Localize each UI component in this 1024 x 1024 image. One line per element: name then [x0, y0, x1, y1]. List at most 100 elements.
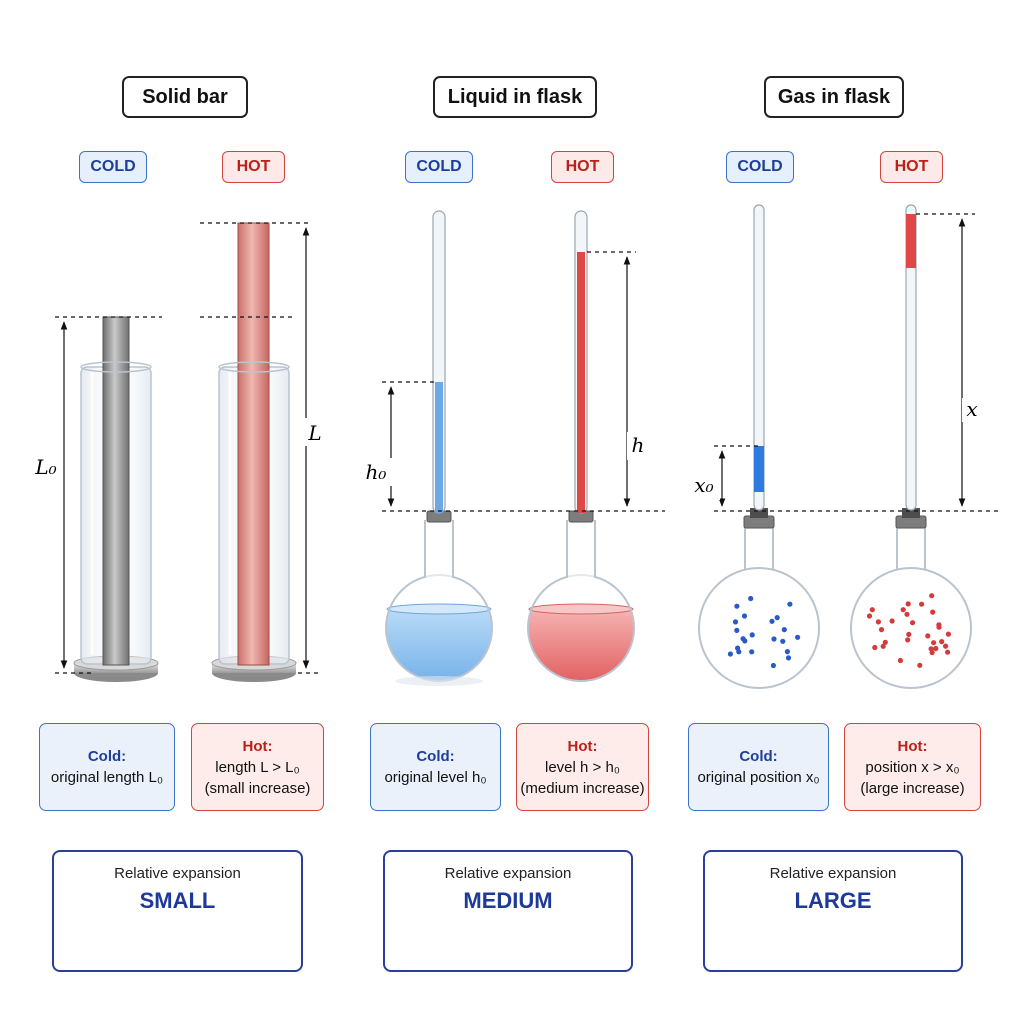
tag-liquid-cold-text: COLD [416, 158, 462, 175]
gas-particle [936, 624, 942, 630]
caption-line: original length L₀ [50, 769, 164, 786]
caption-solid-cold: Cold: original length L₀ [39, 723, 175, 811]
expansion-box-gas: Relative expansion LARGE [703, 850, 963, 972]
caption-line: original position x₀ [697, 769, 820, 786]
gas-particle [795, 634, 801, 640]
caption-heading: Hot: [567, 737, 598, 755]
gas-particle [875, 619, 882, 625]
tag-gas-hot: HOT [880, 151, 943, 183]
gas-particle [930, 609, 936, 615]
solid-hot-dim-label: L [307, 421, 321, 445]
gas-particle [904, 611, 910, 617]
tag-gas-cold: COLD [726, 151, 794, 183]
gas-particle [784, 649, 791, 655]
liquid-cold-flask [385, 210, 493, 686]
caption-liquid-hot: Hot: level h > h₀ (medium increase) [516, 723, 649, 811]
caption-line: (large increase) [860, 779, 965, 797]
gas-particle [869, 607, 875, 613]
gas-particle [919, 601, 925, 607]
gas-particle [933, 645, 939, 652]
gas-particle [749, 649, 755, 655]
title-gas-in-flask: Gas in flask [764, 76, 904, 118]
gas-particle [897, 657, 904, 664]
gas-particle [748, 595, 754, 602]
gas-particle [910, 620, 916, 626]
caption-gas-hot: Hot: position x > x₀ (large increase) [844, 723, 981, 811]
gas-particle [781, 627, 787, 633]
liquid-hot-dim-label: h [632, 433, 645, 457]
title-gas-text: Gas in flask [777, 85, 891, 108]
gas-particle [866, 613, 873, 619]
liquid-hot-flask [527, 210, 635, 682]
title-solid-bar: Solid bar [122, 76, 248, 118]
title-solid-bar-text: Solid bar [142, 85, 228, 108]
caption-heading: Hot: [897, 737, 928, 755]
solid-cold-dim-label: L₀ [34, 455, 56, 479]
caption-heading: Hot: [242, 737, 273, 755]
gas-particle [780, 638, 786, 644]
caption-line: position x > x₀ [865, 758, 960, 776]
caption-line: length L > L₀ [215, 758, 300, 776]
caption-line: (medium increase) [520, 779, 645, 797]
gas-particle [939, 639, 945, 645]
expansion-box-solid: Relative expansion SMALL [52, 850, 303, 972]
gas-particle [900, 607, 906, 613]
gas-particle [905, 637, 911, 643]
tag-solid-cold-text: COLD [90, 158, 136, 175]
gas-particle [905, 601, 911, 607]
gas-particle [878, 627, 885, 633]
gas-particle [740, 636, 746, 642]
gas-particle [771, 636, 777, 642]
expansion-label: Relative expansion [769, 865, 897, 882]
gas-particle [770, 662, 777, 669]
tag-solid-cold: COLD [79, 151, 147, 183]
gas-particle [727, 651, 734, 657]
gas-hot-flask [850, 204, 972, 689]
gas-particle [785, 655, 792, 661]
gas-particle [917, 662, 923, 668]
gas-particle [929, 593, 935, 599]
gas-cold-flask [698, 204, 820, 689]
expansion-value: MEDIUM [463, 888, 553, 913]
expansion-box-liquid: Relative expansion MEDIUM [383, 850, 633, 972]
tag-solid-hot: HOT [222, 151, 285, 183]
caption-heading: Cold: [416, 748, 455, 765]
tag-liquid-cold: COLD [405, 151, 473, 183]
solid-bar-dimension-lines [55, 222, 318, 674]
gas-particle [945, 649, 951, 655]
liquid-cold-dim-label: h₀ [366, 460, 387, 484]
caption-line: original level h₀ [384, 769, 487, 786]
gas-particle [943, 643, 949, 649]
gas-particle [872, 644, 878, 651]
gas-particle [769, 618, 775, 624]
tag-gas-hot-text: HOT [894, 158, 929, 175]
caption-heading: Cold: [739, 748, 778, 765]
gas-particle [741, 613, 748, 619]
caption-line: (small increase) [204, 779, 311, 797]
caption-heading: Cold: [87, 748, 127, 765]
gas-particle [931, 640, 937, 646]
gas-particle [925, 633, 931, 639]
gas-particle [774, 615, 780, 621]
gas-particle [945, 631, 952, 637]
gas-particle [749, 632, 755, 638]
expansion-value: LARGE [794, 888, 872, 913]
tag-liquid-hot-text: HOT [565, 158, 600, 175]
caption-gas-cold: Cold: original position x₀ [688, 723, 829, 811]
solid-bar-hot-apparatus [211, 222, 297, 682]
liquid-dimension-lines [382, 251, 665, 512]
title-liquid-in-flask: Liquid in flask [433, 76, 597, 118]
gas-particle [787, 601, 793, 607]
gas-cold-dim-label: x₀ [694, 473, 713, 497]
tag-gas-cold-text: COLD [737, 158, 783, 175]
caption-line: level h > h₀ [544, 758, 621, 776]
gas-particle [735, 645, 741, 651]
gas-particle [734, 603, 740, 609]
tag-solid-hot-text: HOT [236, 158, 271, 175]
gas-particle [906, 631, 912, 638]
title-liquid-text: Liquid in flask [447, 85, 583, 108]
solid-bar-cold-apparatus [73, 316, 159, 682]
gas-particle [732, 619, 739, 625]
expansion-label: Relative expansion [114, 865, 241, 882]
gas-dimension-lines [714, 213, 1000, 512]
